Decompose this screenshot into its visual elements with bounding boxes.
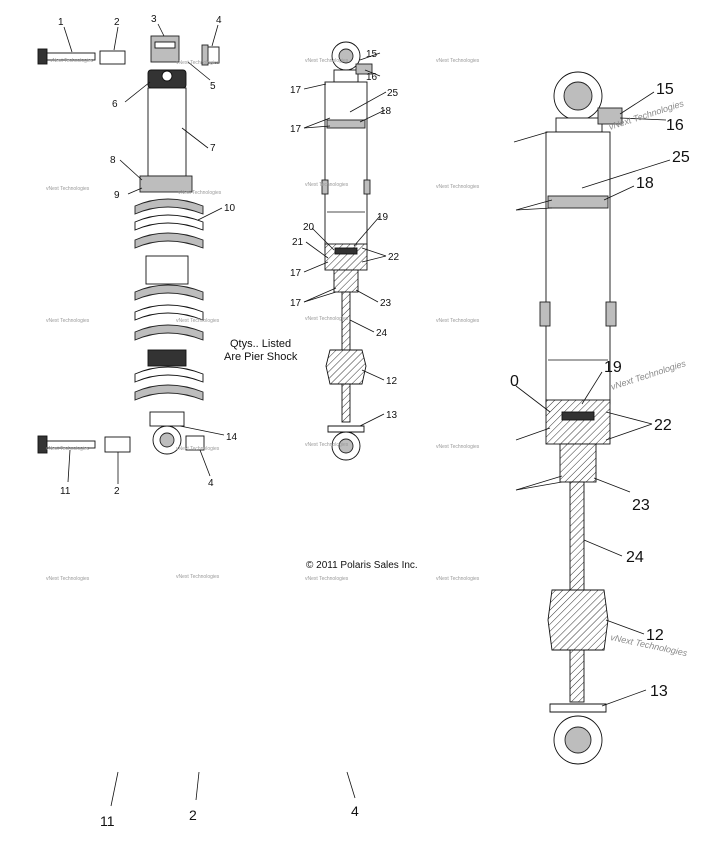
watermark-text: vNext Technologies xyxy=(176,574,220,580)
nut-bottom xyxy=(185,435,205,451)
right-piston xyxy=(545,399,611,445)
reservoir-cap xyxy=(150,35,180,63)
watermark-text: vNext Technologies xyxy=(50,58,94,64)
watermark-text: vNext Technologies xyxy=(305,58,349,64)
callout: 16 xyxy=(666,117,684,134)
callout: 24 xyxy=(376,328,388,339)
watermark-text: vNext Technologies xyxy=(305,316,349,322)
copyright-text: © 2011 Polaris Sales Inc. xyxy=(306,560,418,571)
shock-body xyxy=(147,87,187,177)
callout: 1 xyxy=(58,17,64,28)
note-line-2: Are Pier Shock xyxy=(224,351,298,363)
left-leaders xyxy=(63,23,225,484)
middle-callouts: 15 16 17 25 18 17 20 19 21 22 17 17 23 2… xyxy=(290,49,400,421)
watermark-text: vNext Technologies xyxy=(176,60,220,66)
callout: 10 xyxy=(224,203,236,214)
note-line-1: Qtys.. Listed xyxy=(230,338,291,350)
callout: 19 xyxy=(604,359,622,376)
callout: 5 xyxy=(210,81,216,92)
callout: 22 xyxy=(388,252,400,263)
right-callouts: 15 16 25 18 19 0 22 23 24 12 13 xyxy=(510,81,690,700)
callout: 7 xyxy=(210,143,216,154)
watermark-text: vNext Technologies xyxy=(46,446,90,452)
watermark-text: vNext Technologies xyxy=(436,576,480,582)
callout: 8 xyxy=(110,155,116,166)
watermark-text: vNext Technologies xyxy=(436,58,480,64)
callout: 2 xyxy=(114,17,120,28)
callout: 23 xyxy=(632,497,650,514)
callout: 18 xyxy=(380,106,392,117)
callout: 21 xyxy=(292,237,304,248)
callout: 3 xyxy=(151,14,157,25)
callout: 17 xyxy=(290,268,302,279)
callout: 24 xyxy=(626,549,644,566)
watermark-text: vNext Technologies xyxy=(305,182,349,188)
mid-body xyxy=(324,81,368,253)
spacer-bottom xyxy=(104,436,131,453)
callout: 19 xyxy=(377,212,389,223)
callout: 9 xyxy=(114,190,120,201)
watermark-text: vNext Technologies xyxy=(305,442,349,448)
callout: 4 xyxy=(208,478,214,489)
callout: 17 xyxy=(290,298,302,309)
callout: 25 xyxy=(387,88,399,99)
spacer-top xyxy=(99,50,126,65)
callout: 4 xyxy=(351,803,359,819)
watermark-text: vNext Technologies xyxy=(176,318,220,324)
watermark-text: vNext Technologies xyxy=(436,318,480,324)
watermark-text: vNext Technologies xyxy=(46,318,90,324)
callout: 16 xyxy=(366,72,378,83)
callout: 11 xyxy=(100,813,115,829)
watermark-text: vNext Technologies xyxy=(178,190,222,196)
callout: 22 xyxy=(654,417,672,434)
callout: 0 xyxy=(510,373,519,390)
watermark-text: vNext Technologies xyxy=(176,446,220,452)
right-shock-cutaway xyxy=(513,71,671,765)
right-leaders xyxy=(513,91,671,707)
bottom-callouts: 11 2 4 xyxy=(100,803,359,829)
mid-bumper xyxy=(325,349,367,385)
nut-top xyxy=(201,44,220,66)
preload-collar xyxy=(139,175,193,193)
callout: 23 xyxy=(380,298,392,309)
callout: 15 xyxy=(656,81,674,98)
callout: 14 xyxy=(226,432,238,443)
callout: 17 xyxy=(290,85,302,96)
bottom-leaders xyxy=(110,771,356,807)
callout: 25 xyxy=(672,149,690,166)
callout: 13 xyxy=(650,683,668,700)
right-body xyxy=(545,131,611,405)
watermark-text: vNext Technologies xyxy=(46,576,90,582)
callout: 2 xyxy=(189,807,197,823)
quantity-note: Qtys.. Listed Are Pier Shock xyxy=(224,338,298,363)
bolt-bottom xyxy=(37,435,96,454)
callout: 12 xyxy=(646,627,664,644)
left-shock-assembly xyxy=(37,23,225,484)
callout: 12 xyxy=(386,376,398,387)
callout: 13 xyxy=(386,410,398,421)
watermark-text: vNext Technologies xyxy=(305,576,349,582)
callout: 11 xyxy=(60,486,71,497)
middle-leaders xyxy=(303,52,387,427)
bolt-top xyxy=(37,48,96,65)
callout: 2 xyxy=(114,486,120,497)
middle-shock-cutaway xyxy=(303,41,387,461)
right-bumper xyxy=(547,589,609,651)
callout: 4 xyxy=(216,15,222,26)
callout: 17 xyxy=(290,124,302,135)
left-callouts: 1 2 3 4 5 6 7 8 9 10 11 2 4 14 xyxy=(58,14,238,497)
callout: 20 xyxy=(303,222,315,233)
watermark-text: vNext Technologies xyxy=(46,186,90,192)
callout: 6 xyxy=(112,99,118,110)
watermark-text: vNext Technologies xyxy=(436,444,480,450)
watermark-text: vNext Technologies xyxy=(436,184,480,190)
callout: 15 xyxy=(366,49,378,60)
spring xyxy=(134,198,204,401)
callout: 18 xyxy=(636,175,654,192)
